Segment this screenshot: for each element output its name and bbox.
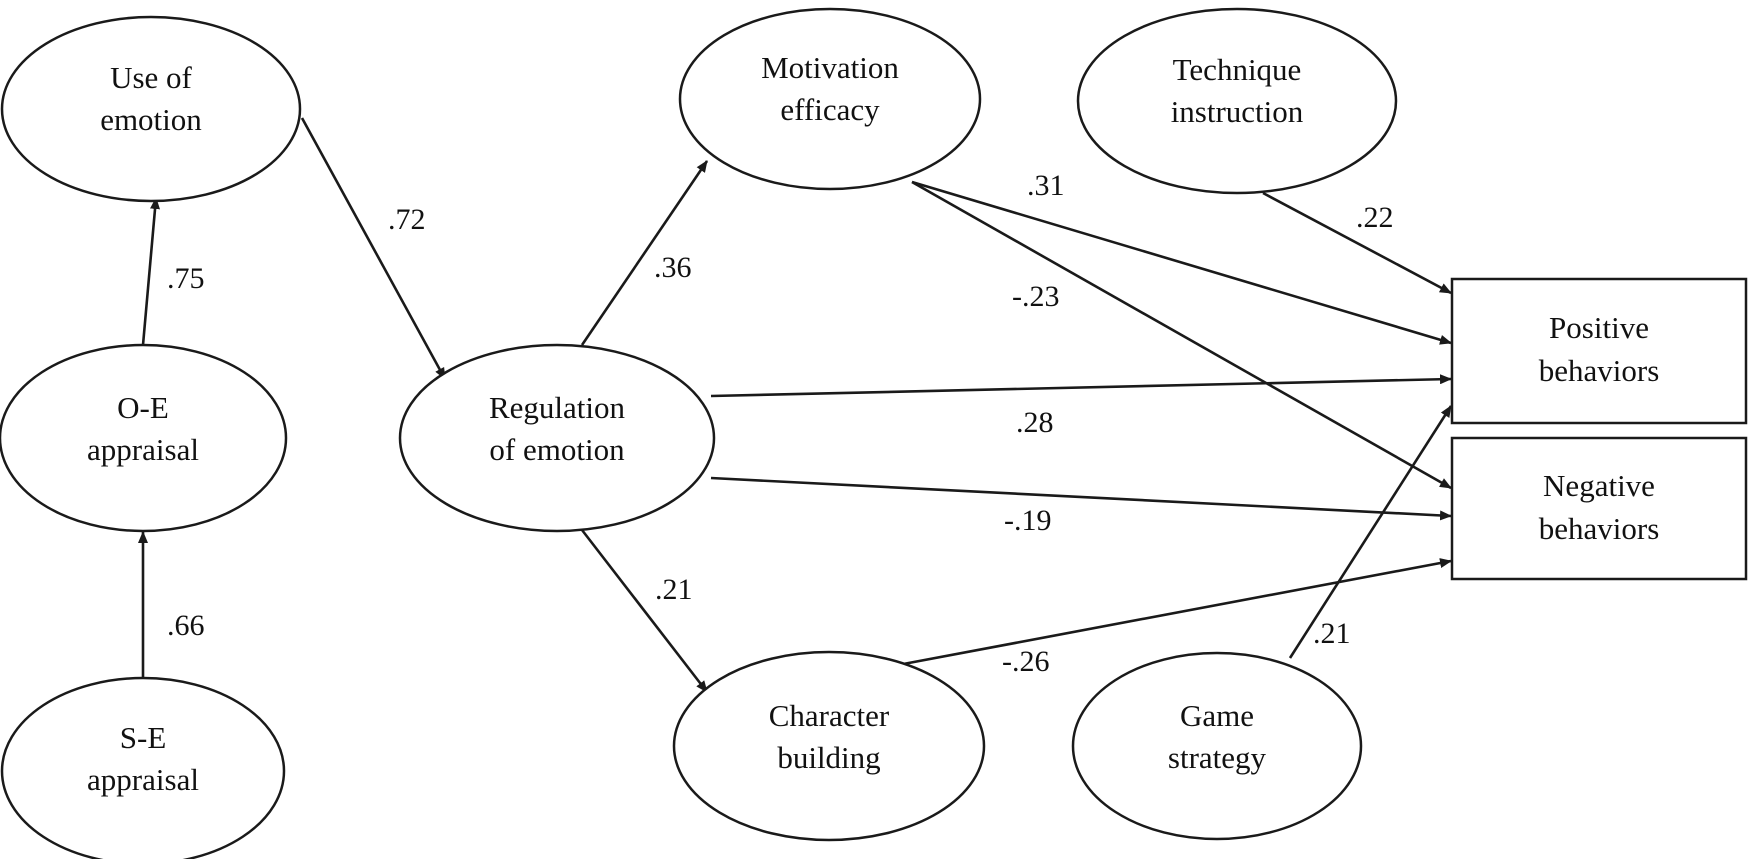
- coef-regulation-to-character: .21: [655, 573, 693, 606]
- svg-text:emotion: emotion: [100, 102, 202, 137]
- svg-text:O-E: O-E: [117, 390, 169, 425]
- edge-regulation-to-character: [580, 529, 709, 693]
- coef-use-to-regulation: .72: [388, 203, 426, 236]
- node-label: instruction: [1171, 94, 1304, 129]
- edge-regulation-to-negative: [710, 476, 1452, 521]
- node-label: behaviors: [1539, 511, 1660, 546]
- coef-oe-to-use: .75: [167, 262, 205, 295]
- node-negative-behaviors: Negative behaviors: [1450, 436, 1748, 581]
- svg-text:instruction: instruction: [1171, 94, 1304, 129]
- node-label: Use of: [110, 60, 192, 95]
- node-label: appraisal: [87, 432, 199, 467]
- svg-text:efficacy: efficacy: [780, 92, 880, 127]
- coef-regulation-to-motivation: .36: [654, 251, 692, 284]
- svg-text:building: building: [777, 740, 880, 775]
- node-label: Character: [769, 698, 890, 733]
- edge-oe-to-use: [141, 197, 161, 346]
- coef-motivation-to-positive: .31: [1027, 169, 1065, 202]
- edge-technique-to-positive: [1262, 191, 1452, 295]
- node-se-appraisal: S-E appraisal: [0, 676, 286, 859]
- svg-text:Game: Game: [1180, 698, 1254, 733]
- coef-motivation-to-negative: -.23: [1012, 280, 1060, 313]
- node-label: of emotion: [489, 432, 625, 467]
- svg-text:S-E: S-E: [120, 720, 167, 755]
- node-game-strategy: Game strategy: [1071, 651, 1363, 841]
- node-label: Technique: [1173, 52, 1302, 87]
- node-label: Game: [1180, 698, 1254, 733]
- edge-motivation-to-negative: [911, 180, 1452, 490]
- coef-regulation-to-positive: .28: [1016, 406, 1054, 439]
- edge-regulation-to-motivation: [580, 160, 709, 346]
- node-label: Motivation: [761, 50, 899, 85]
- node-label: S-E: [120, 720, 167, 755]
- coef-character-to-negative: -.26: [1002, 645, 1050, 678]
- svg-text:Technique: Technique: [1173, 52, 1302, 87]
- node-character-building: Character building: [672, 650, 986, 842]
- coef-se-to-oe: .66: [167, 609, 205, 642]
- coef-technique-to-positive: .22: [1356, 201, 1394, 234]
- node-regulation-of-emotion: Regulation of emotion: [398, 343, 716, 533]
- node-label: O-E: [117, 390, 169, 425]
- edge-character-to-negative: [897, 558, 1452, 667]
- svg-text:appraisal: appraisal: [87, 432, 199, 467]
- edge-regulation-to-positive: [710, 374, 1452, 398]
- node-label: emotion: [100, 102, 202, 137]
- svg-text:Positive: Positive: [1549, 310, 1649, 345]
- node-label: Positive: [1549, 310, 1649, 345]
- edge-game-to-positive: [1288, 405, 1453, 659]
- node-label: building: [777, 740, 880, 775]
- svg-text:appraisal: appraisal: [87, 762, 199, 797]
- edges: [138, 117, 1453, 693]
- svg-text:Regulation: Regulation: [489, 390, 626, 425]
- node-use-of-emotion: Use of emotion: [0, 15, 302, 203]
- node-label: Negative: [1543, 468, 1655, 503]
- node-label: behaviors: [1539, 353, 1660, 388]
- node-oe-appraisal: O-E appraisal: [0, 343, 288, 533]
- node-label: Regulation: [489, 390, 626, 425]
- svg-text:behaviors: behaviors: [1539, 353, 1660, 388]
- coefficients: .66 .75 .72 .36 .21 .28 -.19 .31 -.23 .2…: [167, 169, 1394, 678]
- node-label: appraisal: [87, 762, 199, 797]
- svg-text:Motivation: Motivation: [761, 50, 899, 85]
- svg-text:of emotion: of emotion: [489, 432, 625, 467]
- edge-motivation-to-positive: [911, 180, 1452, 345]
- edge-use-to-regulation: [300, 117, 447, 380]
- node-motivation-efficacy: Motivation efficacy: [678, 7, 982, 191]
- node-label: efficacy: [780, 92, 880, 127]
- svg-text:behaviors: behaviors: [1539, 511, 1660, 546]
- svg-text:Negative: Negative: [1543, 468, 1655, 503]
- svg-text:Character: Character: [769, 698, 890, 733]
- coef-regulation-to-negative: -.19: [1004, 504, 1052, 537]
- coef-game-to-positive: .21: [1313, 617, 1351, 650]
- svg-text:strategy: strategy: [1168, 740, 1267, 775]
- node-label: strategy: [1168, 740, 1267, 775]
- svg-text:Use of: Use of: [110, 60, 192, 95]
- nodes: Use of emotion O-E appraisal S-E apprais…: [0, 7, 1748, 859]
- node-positive-behaviors: Positive behaviors: [1450, 277, 1748, 425]
- node-technique-instruction: Technique instruction: [1076, 7, 1398, 195]
